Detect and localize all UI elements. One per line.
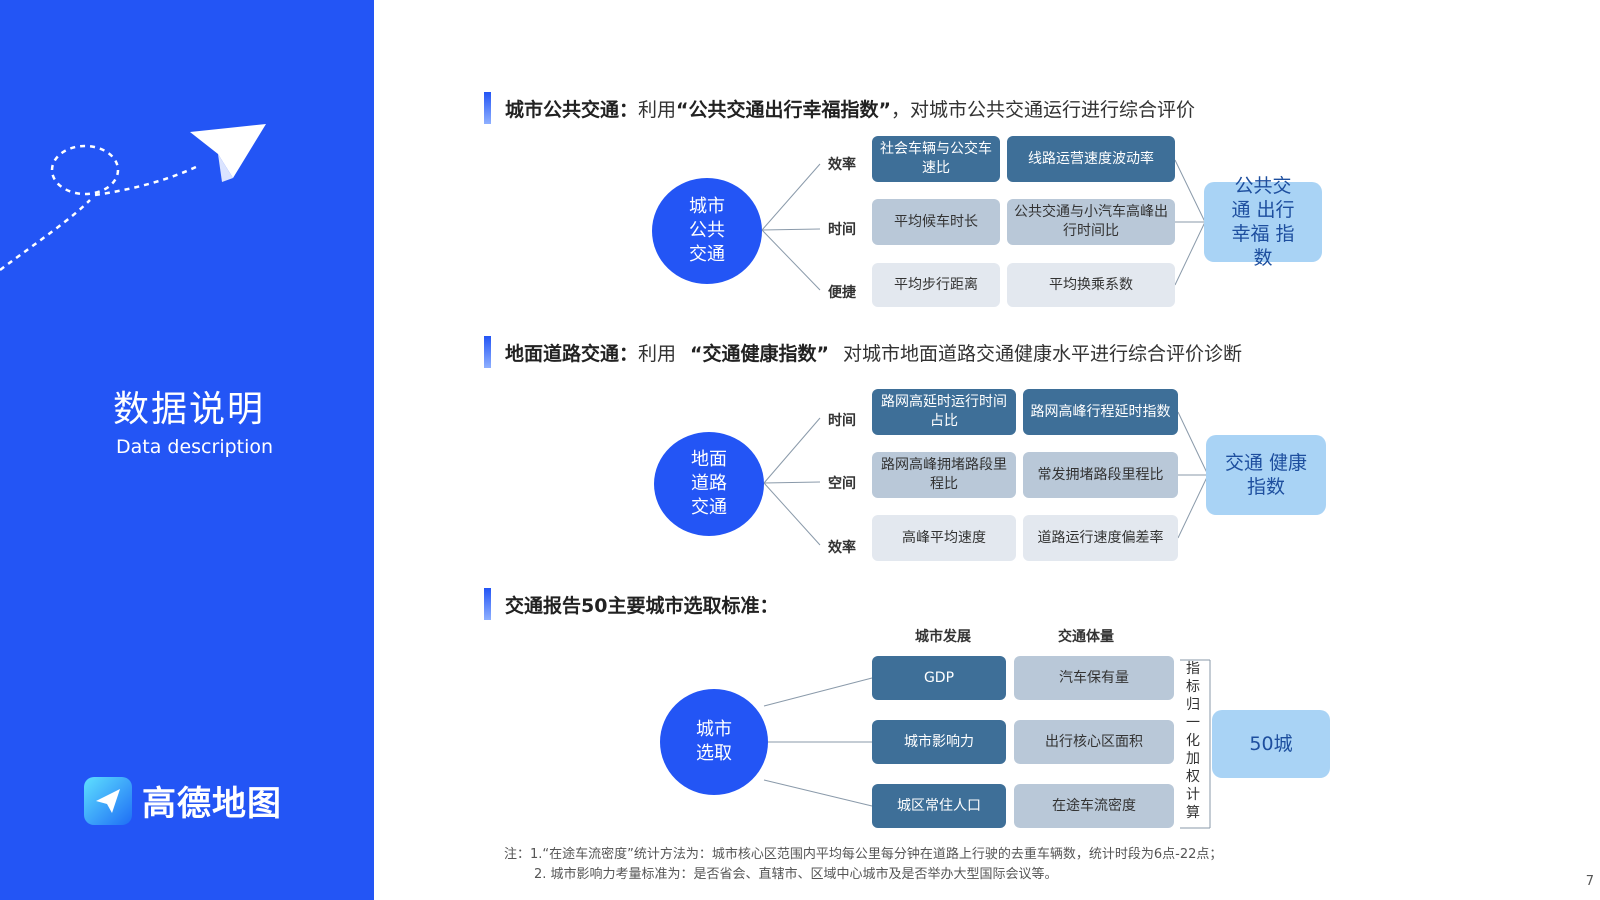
dim-label: 时间 [828,222,856,238]
indicator-box: GDP [872,656,1006,700]
public-transit-index-result: 公共交通 出行幸福 指数 [1204,175,1322,269]
logo-icon [84,776,132,825]
indicator-box: 线路运营速度波动率 [1007,136,1175,182]
indicator-box: 常发拥堵路段里程比 [1023,452,1178,498]
road-traffic-circle: 地面 道路 交通 [654,432,764,536]
indicator-box: 平均候车时长 [872,199,1000,245]
public-transit-circle: 城市 公共 交通 [652,178,762,284]
indicator-box: 城市影响力 [872,720,1006,764]
section-public-transit-heading: 城市公共交通： 利用 “公共交通出行幸福指数” ，对城市公共交通运行进行综合评价 [484,92,1195,124]
traffic-health-index-result: 交通 健康指数 [1206,435,1326,515]
heading-title: 交通报告50主要城市选取标准： [505,594,779,617]
indicator-box: 路网高峰拥堵路段里程比 [872,452,1016,498]
logo-text: 高德地图 [142,784,282,824]
indicator-box: 高峰平均速度 [872,515,1016,561]
indicator-box: 城区常住人口 [872,784,1006,828]
indicator-box: 出行核心区面积 [1014,720,1174,764]
footnotes: 注：1.“在途车流密度”统计方法为：城市核心区范围内平均每公里每分钟在道路上行驶… [504,845,1222,885]
indicator-box: 社会车辆与公交车速比 [872,136,1000,182]
indicator-box: 平均步行距离 [872,263,1000,307]
heading-text-pre: 利用 [638,98,677,121]
heading-accent-bar [484,92,491,124]
column-header: 交通体量 [1058,629,1114,645]
paper-plane-icon [0,124,266,272]
amap-logo: 高德地图 [84,776,282,825]
indicator-box: 道路运行速度偏差率 [1023,515,1178,561]
page-number: 7 [1585,874,1594,889]
indicator-box: 在途车流密度 [1014,784,1174,828]
dim-label: 时间 [828,413,856,429]
indicator-box: 公共交通与小汽车高峰出行时间比 [1007,199,1175,245]
dim-label: 效率 [828,540,856,556]
sidebar-subtitle: Data description [116,436,274,458]
sidebar-title: 数据说明 [113,389,266,430]
footnote: 2. 城市影响力考量标准为：是否省会、直辖市、区域中心城市及是否举办大型国际会议… [534,867,1058,882]
indicator-box: 路网高延时运行时间占比 [872,389,1016,435]
normalization-label: 指标归一化加权计算 [1186,661,1200,821]
indicator-box: 汽车保有量 [1014,656,1174,700]
city-selection-circle: 城市 选取 [660,689,768,795]
footnote: 注：1.“在途车流密度”统计方法为：城市核心区范围内平均每公里每分钟在道路上行驶… [504,847,1223,862]
section-road-traffic-heading: 地面道路交通： 利用 “交通健康指数” 对城市地面道路交通健康水平进行综合评价诊… [484,336,1242,368]
dim-label: 空间 [828,476,856,492]
heading-title: 地面道路交通： [505,342,639,365]
heading-text-pre: 利用 [638,342,677,365]
heading-accent-bar [484,588,491,620]
dim-label: 效率 [828,157,856,173]
indicator-box: 路网高峰行程延时指数 [1023,389,1178,435]
heading-text-post: 对城市地面道路交通健康水平进行综合评价诊断 [843,342,1243,365]
heading-title: 城市公共交通： [505,98,639,121]
column-header: 城市发展 [915,629,971,645]
heading-quote: “公共交通出行幸福指数” [676,98,892,121]
heading-accent-bar [484,336,491,368]
dim-label: 便捷 [828,285,856,301]
section-city-selection-heading: 交通报告50主要城市选取标准： [484,588,778,620]
fifty-cities-result: 50城 [1212,710,1330,778]
heading-quote: “交通健康指数” [690,342,830,365]
heading-text-post: ，对城市公共交通运行进行综合评价 [891,98,1196,121]
sidebar-panel: 数据说明 Data description 高德地图 [0,0,374,900]
indicator-box: 平均换乘系数 [1007,263,1175,307]
